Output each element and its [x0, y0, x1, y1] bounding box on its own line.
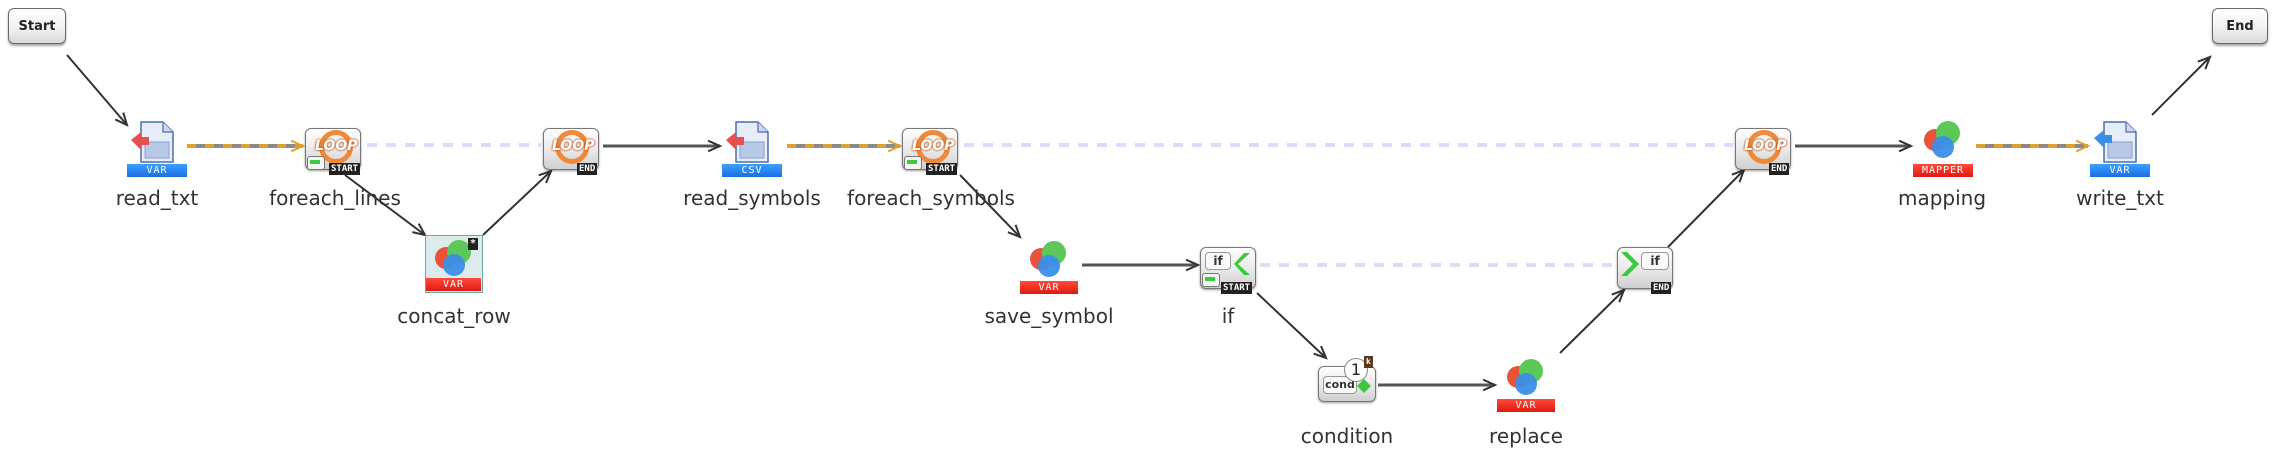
node-label: foreach_lines — [269, 186, 401, 210]
file-read-icon — [131, 121, 174, 163]
loop-text: LOOP — [552, 138, 595, 154]
node-loop-end-1[interactable]: LOOP END — [543, 128, 603, 175]
loop-icon — [916, 130, 950, 164]
node-replace[interactable]: VAR — [1497, 355, 1555, 413]
node-loop-end-2[interactable]: LOOP END — [1735, 128, 1795, 175]
node-concat-row[interactable]: * VAR — [425, 235, 483, 293]
end-stamp: END — [577, 163, 598, 175]
start-marker-icon — [1202, 273, 1220, 287]
node-if-end[interactable]: if END — [1617, 247, 1675, 294]
loop-text: LOOP — [1744, 138, 1787, 154]
var-tag: VAR — [1020, 281, 1078, 294]
var-tag: VAR — [2090, 164, 2150, 177]
end-stamp: END — [1651, 282, 1672, 294]
edge-foreach-lines-to-concat-row-arrowhead — [412, 223, 427, 237]
node-read-txt[interactable]: VAR — [127, 118, 187, 178]
variable-icon — [435, 240, 471, 276]
variable-icon — [1030, 241, 1066, 277]
node-foreach-symbols[interactable]: LOOP START — [902, 128, 962, 175]
edge-condition-to-replace-arrowhead — [1482, 378, 1498, 392]
edge-if-start-to-condition-arrowhead — [1313, 345, 1328, 360]
node-save-symbol[interactable]: VAR — [1020, 237, 1078, 295]
if-merge-icon — [1621, 252, 1639, 276]
end-stamp: END — [1769, 163, 1790, 175]
edge-if-end-to-loop-end-2 — [1667, 169, 1745, 248]
loop-text: LOOP — [912, 138, 955, 154]
node-label: save_symbol — [984, 304, 1114, 328]
if-text: if — [1205, 252, 1231, 270]
node-mapping[interactable]: MAPPER — [1913, 118, 1973, 178]
node-condition[interactable]: cond 1 k — [1318, 356, 1378, 403]
loop-icon — [1747, 130, 1781, 164]
edge-concat-row-to-loop-end-1 — [482, 170, 552, 236]
node-label: read_txt — [115, 186, 199, 210]
node-label: concat_row — [397, 304, 511, 328]
node-read-symbols[interactable]: CSV — [722, 118, 782, 178]
edge-write-txt-to-end — [2151, 56, 2211, 116]
edge-if-start-to-condition — [1256, 292, 1327, 359]
edge-loop-end-1-to-read-symbols-arrowhead — [707, 139, 723, 153]
node-label: foreach_symbols — [847, 186, 1015, 210]
edge-start-to-read-txt-arrowhead — [114, 112, 129, 127]
edge-write-txt-to-end-arrowhead — [2197, 55, 2212, 70]
start-node[interactable]: Start — [8, 8, 66, 44]
edge-start-to-read-txt — [66, 54, 128, 126]
edge-mapping-to-write-txt-arrowhead — [2075, 139, 2091, 153]
edge-read-symbols-to-foreach-symbols-arrowhead — [887, 139, 903, 153]
loop-icon — [555, 130, 589, 164]
loop-text: LOOP — [315, 138, 358, 154]
end-node[interactable]: End — [2212, 8, 2268, 44]
var-tag: VAR — [426, 278, 481, 291]
file-write-icon — [2094, 121, 2137, 163]
edge-replace-to-if-end — [1559, 289, 1625, 354]
mapper-icon — [1924, 121, 1960, 158]
start-marker-icon — [307, 156, 325, 170]
node-write-txt[interactable]: VAR — [2090, 118, 2150, 178]
variable-icon — [1507, 359, 1543, 395]
asterisk-badge: * — [468, 238, 479, 250]
node-label: mapping — [1897, 186, 1987, 210]
var-tag: VAR — [1497, 399, 1555, 412]
flag-icon: k — [1364, 356, 1373, 368]
loop-icon — [319, 130, 353, 164]
node-label: write_txt — [2076, 186, 2164, 210]
start-stamp: START — [1221, 282, 1253, 294]
edge-read-txt-to-foreach-lines-arrowhead — [290, 139, 306, 153]
node-label: read_symbols — [683, 186, 821, 210]
condition-diamond-icon — [1357, 379, 1371, 393]
node-label: condition — [1300, 424, 1394, 448]
edge-save-symbol-to-if-start-arrowhead — [1185, 258, 1201, 272]
file-read-icon — [726, 121, 769, 163]
node-foreach-lines[interactable]: LOOP START — [305, 128, 365, 175]
node-label: if — [1221, 304, 1235, 328]
edge-foreach-symbols-to-save-symbol-arrowhead — [1007, 224, 1022, 239]
csv-tag: CSV — [722, 164, 782, 177]
start-marker-icon — [904, 156, 922, 170]
start-stamp: START — [329, 163, 361, 175]
start-stamp: START — [926, 163, 958, 175]
mapper-tag: MAPPER — [1913, 164, 1973, 177]
node-if-start[interactable]: if START — [1200, 247, 1258, 294]
cond-text: cond — [1323, 376, 1357, 394]
if-text: if — [1641, 252, 1669, 270]
var-tag: VAR — [127, 164, 187, 177]
node-label: replace — [1489, 424, 1563, 448]
if-branch-icon — [1234, 253, 1250, 275]
edge-loop-end-2-to-mapping-arrowhead — [1898, 139, 1914, 153]
